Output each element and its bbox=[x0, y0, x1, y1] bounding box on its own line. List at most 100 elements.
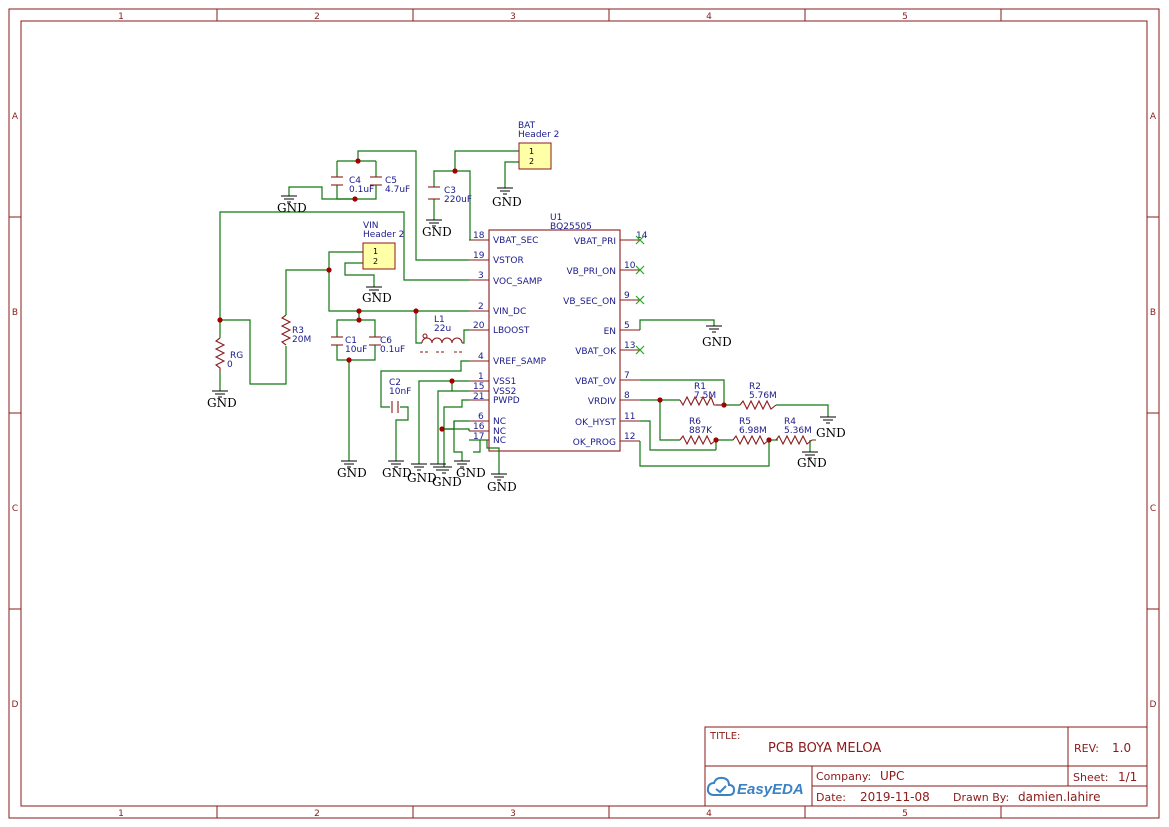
resistor-rg bbox=[214, 337, 226, 372]
zone-col-3-top: 3 bbox=[510, 12, 516, 22]
pin-name-vin-dc: VIN_DC bbox=[493, 307, 526, 317]
inductor-l1 bbox=[420, 333, 463, 353]
c3-value: 220uF bbox=[444, 195, 472, 205]
pin-name-vbat-ov: VBAT_OV bbox=[575, 377, 617, 387]
pin-num-vin-dc: 2 bbox=[478, 302, 484, 312]
gnd-label-vin: GND bbox=[362, 291, 392, 305]
pin-num-vstor: 19 bbox=[473, 251, 485, 261]
r4-ref: R4 bbox=[784, 417, 796, 427]
pin-name-ok-prog: OK_PROG bbox=[573, 438, 616, 448]
pin-num-vb-sec-on: 9 bbox=[624, 291, 630, 301]
c1-value: 10uF bbox=[345, 345, 367, 355]
pin-num-vrdiv: 8 bbox=[624, 391, 630, 401]
pin-num-vbat-sec: 18 bbox=[473, 231, 485, 241]
gnd-label-c3: GND bbox=[422, 225, 452, 239]
vin-pin-1: 1 bbox=[373, 247, 378, 256]
zone-col-3-bottom: 3 bbox=[510, 809, 516, 819]
bat-value: Header 2 bbox=[518, 130, 559, 140]
resistor-r4 bbox=[775, 434, 816, 446]
pin-num-ok-prog: 12 bbox=[624, 432, 635, 442]
zone-row-d-right: D bbox=[1150, 700, 1157, 710]
r1-value: 7.5M bbox=[694, 391, 716, 401]
easyeda-logo: EasyEDA bbox=[706, 776, 804, 798]
resistor-r6 bbox=[679, 434, 717, 446]
header-vin bbox=[362, 242, 396, 270]
l1-ref: L1 bbox=[434, 315, 445, 325]
r5-value: 6.98M bbox=[739, 426, 767, 436]
pin-name-vss1: VSS1 bbox=[493, 377, 516, 387]
gnd-label-c2: GND bbox=[382, 466, 412, 480]
capacitor-c3 bbox=[428, 186, 440, 200]
pin-num-vbat-ov: 7 bbox=[624, 371, 630, 381]
zone-col-2-top: 2 bbox=[314, 12, 320, 22]
title-block bbox=[704, 726, 1148, 807]
pin-name-vbat-pri: VBAT_PRI bbox=[574, 237, 616, 247]
pin-num-lboost: 20 bbox=[473, 321, 485, 331]
title-label: TITLE: bbox=[709, 731, 740, 742]
pin-num-pwpd: 21 bbox=[473, 392, 484, 402]
pin-name-vbat-sec: VBAT_SEC bbox=[493, 236, 538, 246]
zone-col-4-bottom: 4 bbox=[706, 809, 712, 819]
zone-col-1-top: 1 bbox=[118, 12, 124, 22]
gnd-label-r4: GND bbox=[797, 456, 827, 470]
company-label: Company: bbox=[816, 770, 871, 783]
pin-name-vref-samp: VREF_SAMP bbox=[493, 357, 547, 367]
pin-num-voc-samp: 3 bbox=[478, 271, 484, 281]
pin-num-vbat-ok: 13 bbox=[624, 341, 635, 351]
zone-row-c-left: C bbox=[12, 504, 18, 514]
pin-name-voc-samp: VOC_SAMP bbox=[493, 277, 543, 287]
zone-col-1-bottom: 1 bbox=[118, 809, 124, 819]
capacitor-c6 bbox=[369, 336, 381, 346]
c2-value: 10nF bbox=[389, 387, 411, 397]
ic-part: BQ25505 bbox=[550, 222, 592, 232]
vin-ref: VIN bbox=[363, 221, 379, 231]
pin-num-nc-16: 16 bbox=[473, 422, 485, 432]
gnd-label-r2: GND bbox=[816, 426, 846, 440]
capacitor-c4 bbox=[331, 176, 343, 186]
pin-name-en: EN bbox=[604, 327, 616, 337]
gnd-label-pwpd: GND bbox=[432, 475, 462, 489]
r3-ref: R3 bbox=[292, 326, 304, 336]
ic-left-pins bbox=[469, 239, 489, 441]
ic-u1 bbox=[488, 229, 621, 452]
r2-value: 5.76M bbox=[749, 391, 777, 401]
pin-name-nc-16: NC bbox=[493, 427, 506, 437]
pin-num-nc-17: 17 bbox=[473, 432, 484, 442]
zone-row-b-right: B bbox=[1150, 308, 1156, 318]
l1-value: 22u bbox=[434, 324, 451, 334]
pin-name-pwpd: PWPD bbox=[493, 396, 520, 406]
zone-row-a-left: A bbox=[12, 112, 19, 122]
capacitor-c1 bbox=[331, 336, 343, 346]
sheet-label: Sheet: bbox=[1073, 771, 1109, 784]
nc-markers bbox=[635, 235, 645, 355]
pin-name-vstor: VSTOR bbox=[493, 256, 524, 266]
pin-num-vbat-pri: 14 bbox=[636, 231, 648, 241]
zone-col-5-bottom: 5 bbox=[902, 809, 908, 819]
resistor-r5 bbox=[732, 434, 770, 446]
pin-name-vb-sec-on: VB_SEC_ON bbox=[563, 297, 616, 307]
pin-name-ok-hyst: OK_HYST bbox=[575, 418, 616, 428]
c5-value: 4.7uF bbox=[385, 185, 410, 195]
c4-value: 0.1uF bbox=[349, 185, 374, 195]
pin-num-vss2: 15 bbox=[473, 382, 484, 392]
pin-name-vss2: VSS2 bbox=[493, 387, 516, 397]
vin-pin-2: 2 bbox=[373, 257, 378, 266]
c5-ref: C5 bbox=[385, 176, 397, 186]
pin-num-en: 5 bbox=[624, 321, 630, 331]
pin-num-nc-6: 6 bbox=[478, 412, 484, 422]
r2-ref: R2 bbox=[749, 382, 761, 392]
r4-value: 5.36M bbox=[784, 426, 812, 436]
gnd-label-c4c5: GND bbox=[277, 201, 307, 215]
gnd-label-vss1: GND bbox=[407, 471, 437, 485]
pin-name-nc-6: NC bbox=[493, 417, 506, 427]
c3-ref: C3 bbox=[444, 186, 456, 196]
resistor-r3 bbox=[280, 314, 292, 346]
ic-right-pins bbox=[620, 239, 640, 442]
rev-label: REV: bbox=[1074, 742, 1099, 755]
rev-value: 1.0 bbox=[1112, 741, 1131, 755]
gnd-symbols bbox=[212, 187, 836, 481]
date-label: Date: bbox=[816, 791, 846, 804]
pin-name-vb-pri-on: VB_PRI_ON bbox=[567, 267, 616, 277]
sheet-border bbox=[8, 8, 1160, 819]
